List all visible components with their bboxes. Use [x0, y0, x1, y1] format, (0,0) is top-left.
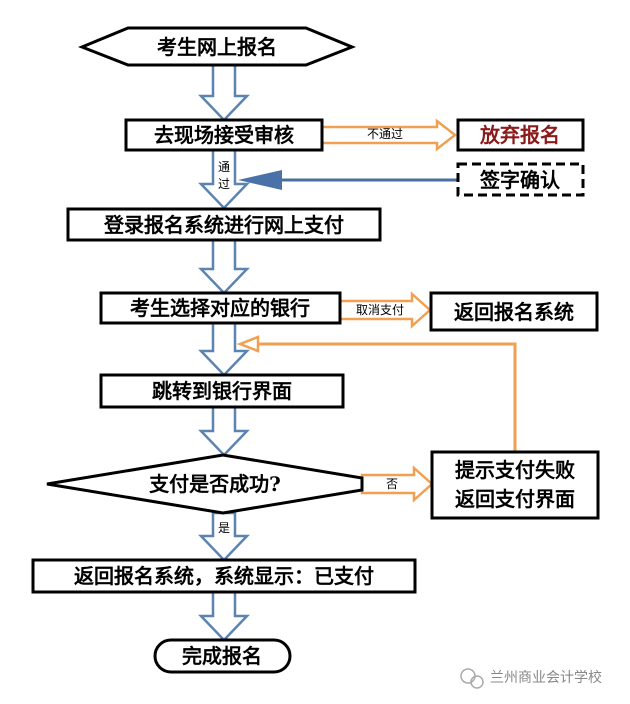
jump-bank-label: 跳转到银行界面	[152, 379, 292, 403]
pay-fail-label-line2: 返回支付界面	[455, 487, 575, 511]
sign-confirm-label: 签字确认	[479, 168, 561, 192]
onsite-review-node	[124, 118, 324, 152]
edge-label-cancel-pay: 取消支付	[356, 303, 404, 317]
choose-bank-label: 考生选择对应的银行	[130, 296, 310, 320]
give-up-label: 放弃报名	[479, 123, 560, 147]
login-pay-node	[66, 207, 382, 242]
sign-confirm-arrowhead	[238, 170, 282, 190]
arrow-not-pass	[320, 118, 458, 152]
edge-label-pass-1: 通	[218, 160, 230, 174]
pay-success-decision	[46, 453, 364, 515]
paid-label: 返回报名系统，系统显示：已支付	[74, 564, 374, 588]
edge-label-pass-2: 过	[218, 177, 230, 191]
arrow-start-to-review	[198, 63, 250, 122]
return-system-node	[429, 291, 599, 332]
start-node	[77, 26, 357, 67]
arrow-no	[360, 465, 434, 503]
arrow-login-to-bank	[198, 238, 250, 295]
arrow-decision-to-paid	[198, 511, 250, 562]
loop-back-line	[244, 342, 517, 452]
done-label: 完成报名	[182, 644, 262, 668]
choose-bank-node	[99, 291, 342, 325]
onsite-review-label: 去现场接受审核	[154, 123, 294, 147]
arrow-bank-to-jump	[198, 321, 250, 377]
arrow-review-to-login	[198, 148, 250, 210]
edge-label-no: 否	[386, 477, 398, 491]
pay-fail-node	[430, 450, 600, 520]
login-pay-label: 登录报名系统进行网上支付	[103, 213, 344, 237]
arrow-jump-to-decision	[198, 405, 250, 457]
arrow-paid-to-done	[198, 590, 250, 642]
done-node	[153, 638, 292, 674]
edge-label-yes: 是	[218, 521, 230, 535]
start-node-label: 考生网上报名	[157, 35, 277, 59]
edge-label-not-pass: 不通过	[367, 127, 403, 141]
wechat-icon	[460, 668, 484, 689]
return-system-label: 返回报名系统	[454, 300, 574, 324]
watermark-text: 兰州商业会计学校	[490, 669, 602, 686]
paid-node	[31, 558, 417, 594]
give-up-node	[456, 118, 585, 152]
sign-confirm-node	[456, 162, 585, 197]
loop-back-arrowhead	[236, 335, 260, 353]
pay-fail-label-line1: 提示支付失败	[455, 458, 575, 482]
arrow-cancel-pay	[338, 291, 432, 329]
pay-success-label: 支付是否成功?	[149, 472, 281, 496]
jump-bank-node	[99, 373, 345, 409]
